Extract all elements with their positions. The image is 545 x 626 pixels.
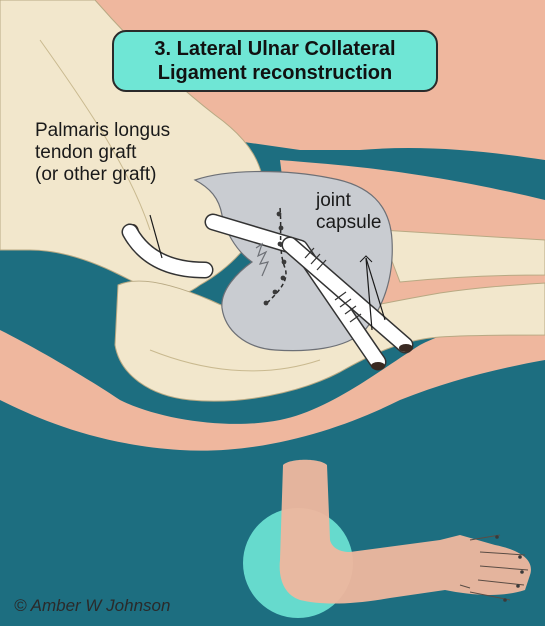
title-line-1: 3. Lateral Ulnar Collateral: [154, 37, 395, 61]
graft-label-line: (or other graft): [35, 164, 170, 186]
copyright-text: © Amber W Johnson: [14, 596, 170, 616]
bone-tunnel-icon: [399, 344, 413, 352]
title-line-2: Ligament reconstruction: [158, 61, 392, 85]
capsule-label: joint capsule: [316, 190, 382, 234]
graft-label-line: tendon graft: [35, 142, 170, 164]
graft-label-line: Palmaris longus: [35, 120, 170, 142]
capsule-label-line: capsule: [316, 212, 382, 234]
graft-label: Palmaris longus tendon graft (or other g…: [35, 120, 170, 186]
bone-tunnel-icon: [371, 362, 385, 370]
capsule-label-line: joint: [316, 190, 382, 212]
title-box: 3. Lateral Ulnar Collateral Ligament rec…: [112, 30, 438, 92]
